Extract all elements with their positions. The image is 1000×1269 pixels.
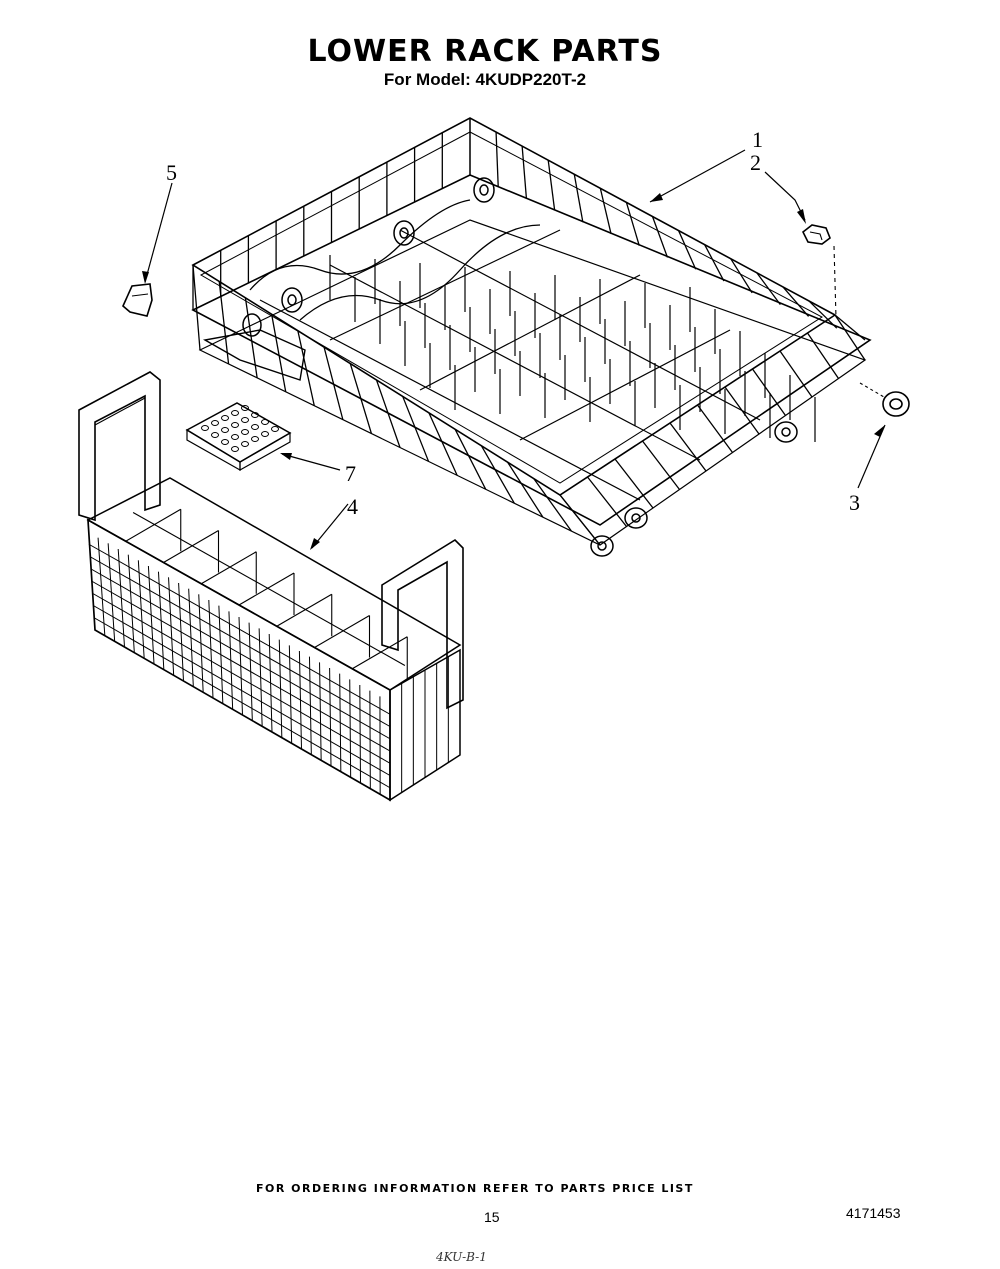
leader-lines: [142, 149, 886, 550]
silverware-basket: [78, 371, 464, 802]
page-number: 15: [484, 1209, 500, 1225]
callout-5: 5: [166, 160, 177, 185]
document-number: 4171453: [846, 1205, 901, 1221]
callout-2: 2: [750, 150, 761, 175]
lower-rack: [191, 117, 872, 557]
callout-7: 7: [345, 461, 356, 486]
handwritten-note: 4KU-B-1: [436, 1250, 487, 1264]
rack-clip: [801, 224, 837, 319]
model-subtitle: For Model: 4KUDP220T-2: [383, 70, 587, 89]
callout-4: 4: [347, 494, 358, 519]
basket-lid: [185, 402, 292, 472]
callout-1: 1: [752, 127, 763, 152]
ordering-note: FOR ORDERING INFORMATION REFER TO PARTS …: [256, 1182, 694, 1195]
callout-3: 3: [849, 490, 860, 515]
page-title: LOWER RACK PARTS: [307, 34, 663, 69]
small-clip: [122, 283, 153, 317]
rack-wheel: [859, 382, 910, 417]
